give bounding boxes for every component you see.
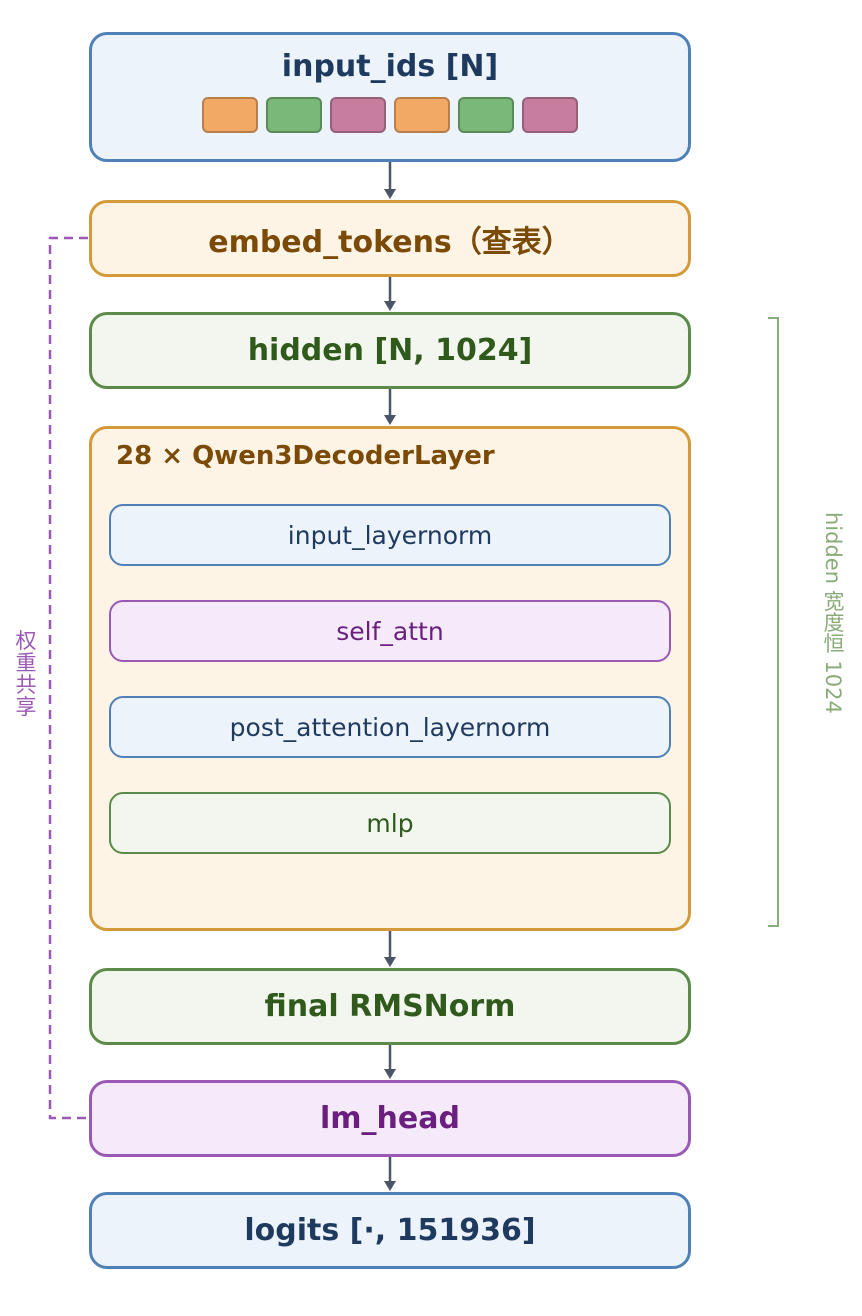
embed-tokens-label: embed_tokens（查表） [208,224,572,260]
flow-arrow-head [384,957,396,967]
decoder-layer-label: 28 × Qwen3DecoderLayer [116,441,495,471]
weight-sharing-char: 权 [15,629,37,653]
logits-label: logits [·, 151936] [244,1213,536,1248]
flow-arrow-head [384,189,396,199]
decoder-layer-container: 28 × Qwen3DecoderLayer [89,426,691,931]
sublayer-post-attention-layernorm: post_attention_layernorm [109,696,671,758]
sublayer-label: mlp [366,808,414,838]
logits-box: logits [·, 151936] [89,1192,691,1269]
lm-head-label: lm_head [320,1101,460,1136]
hidden-box: hidden [N, 1024] [89,312,691,389]
input-ids-box: input_ids [N] [89,32,691,162]
weight-sharing-char: 重 [15,651,37,676]
token-chip-green [458,97,514,133]
weight-sharing-char: 享 [15,695,37,720]
lm-head-box: lm_head [89,1080,691,1157]
flow-arrow-head [384,415,396,425]
flow-arrow-head [384,301,396,311]
sublayer-mlp: mlp [109,792,671,854]
sublayer-label: self_attn [336,616,444,646]
token-chip-pink [330,97,386,133]
flow-arrow-head [384,1069,396,1079]
token-chip-green [266,97,322,133]
token-chip-pink [522,97,578,133]
embed-tokens-box: embed_tokens（查表） [89,200,691,277]
input-ids-label: input_ids [N] [281,49,499,84]
sublayer-self-attn: self_attn [109,600,671,662]
hidden-width-note: hidden 宽度恒 1024 [821,512,845,714]
hidden-label: hidden [N, 1024] [247,333,533,368]
sublayer-label: input_layernorm [287,520,493,550]
sublayer-label: post_attention_layernorm [229,712,551,742]
final-rmsnorm-label: final RMSNorm [264,989,516,1024]
token-chip-orange [202,97,258,133]
sublayer-input-layernorm: input_layernorm [109,504,671,566]
flow-arrow-head [384,1181,396,1191]
token-chip-orange [394,97,450,133]
weight-sharing-char: 共 [15,673,37,698]
weight-sharing-dashed-line [48,236,88,1120]
final-rmsnorm-box: final RMSNorm [89,968,691,1045]
hidden-width-bracket [768,317,779,927]
weight-sharing-label: 权重共享 [12,630,40,718]
